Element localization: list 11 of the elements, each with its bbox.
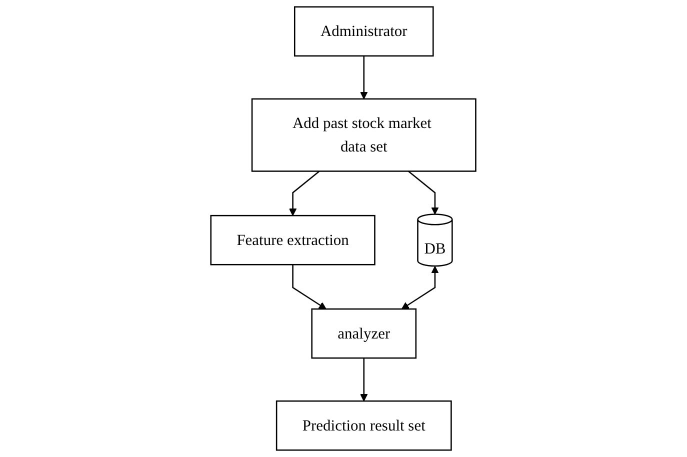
node-box: analyzer <box>311 308 417 359</box>
arrow <box>402 266 439 310</box>
arrow <box>360 56 368 100</box>
node-box: Add past stock market data set <box>252 98 477 172</box>
node-box: Feature extraction <box>210 214 376 266</box>
arrow <box>408 170 439 215</box>
arrow <box>292 264 327 310</box>
node-box: Administrator <box>294 6 434 57</box>
arrow <box>360 358 368 402</box>
node-box: Prediction result set <box>276 400 452 451</box>
arrow <box>289 170 320 216</box>
